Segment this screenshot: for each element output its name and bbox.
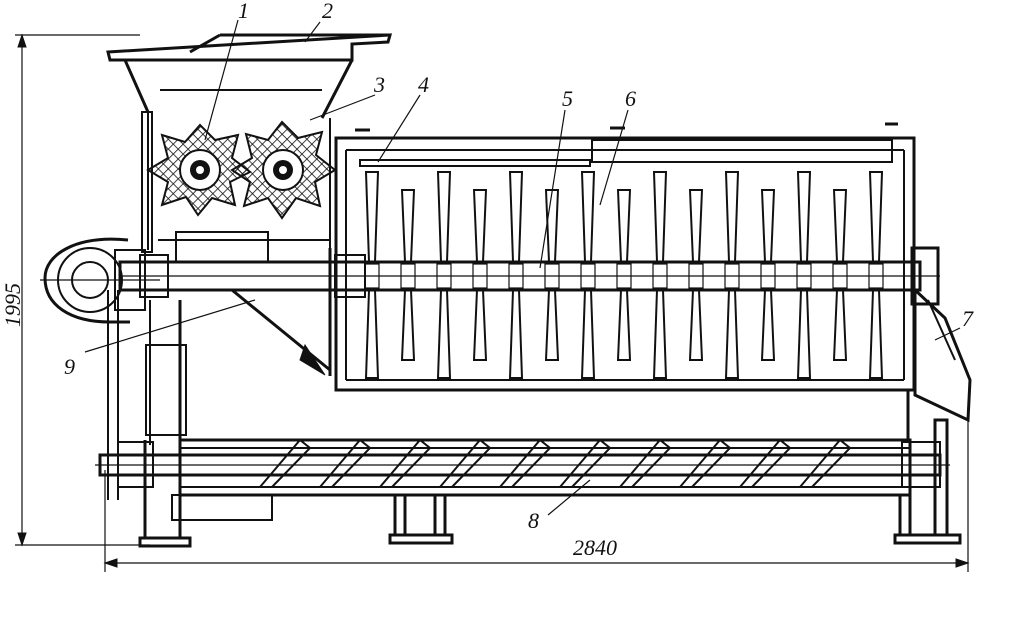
beater-blade-lower: [832, 289, 848, 361]
beater-hub: [580, 263, 596, 289]
beater-blade-upper: [472, 189, 488, 263]
drum-casing: [334, 122, 916, 392]
callout-5: 5: [562, 86, 573, 111]
beater-blade-lower: [724, 289, 740, 379]
beater-shaft: [118, 246, 940, 306]
base-frame: [138, 390, 962, 548]
beater-blade-lower: [868, 289, 884, 379]
width-label: 2840: [573, 535, 617, 560]
auger-flight: [677, 438, 732, 488]
callout-2: 2: [322, 0, 333, 23]
auger-flight: [377, 438, 432, 488]
auger-flight: [437, 438, 492, 488]
beater-blade-lower: [580, 289, 596, 379]
beater-blades: [364, 171, 884, 379]
beater-hub: [832, 263, 848, 289]
callout-3: 3: [373, 72, 385, 97]
callout-leaders: [84, 19, 961, 516]
beater-hub: [796, 263, 812, 289]
beater-blade-lower: [652, 289, 668, 379]
beater-hub: [400, 263, 416, 289]
callout-6: 6: [625, 86, 636, 111]
width-dimension: 2840: [103, 420, 970, 572]
beater-blade-lower: [796, 289, 812, 379]
beater-blade-upper: [400, 189, 416, 263]
beater-blade-upper: [580, 171, 596, 263]
beater-hub: [364, 263, 380, 289]
beater-hub: [724, 263, 740, 289]
beater-hub: [688, 263, 704, 289]
auger-flight: [257, 438, 312, 488]
beater-blade-lower: [760, 289, 776, 361]
callout-1: 1: [238, 0, 249, 23]
beater-hub: [436, 263, 452, 289]
hopper: [106, 33, 393, 250]
height-label: 1995: [0, 283, 25, 327]
beater-hub: [652, 263, 668, 289]
beater-blade-upper: [544, 189, 560, 263]
discharge-spout: [913, 286, 972, 423]
crushing-roll-right: [230, 120, 337, 220]
beater-hub: [616, 263, 632, 289]
beater-blade-lower: [364, 289, 380, 379]
beater-hub: [472, 263, 488, 289]
beater-blade-upper: [616, 189, 632, 263]
beater-blade-lower: [400, 289, 416, 361]
beater-blade-upper: [436, 171, 452, 263]
callout-4: 4: [418, 72, 429, 97]
auger-flight: [617, 438, 672, 488]
beater-blade-upper: [652, 171, 668, 263]
fan-housing: [40, 237, 160, 324]
auger-flight: [737, 438, 792, 488]
beater-blade-upper: [760, 189, 776, 263]
left-frame: [107, 111, 332, 500]
beater-blade-lower: [616, 289, 632, 361]
beater-blade-lower: [508, 289, 524, 379]
beater-hub: [508, 263, 524, 289]
beater-blade-upper: [796, 171, 812, 263]
screw-conveyor: [95, 438, 950, 497]
beater-blade-lower: [436, 289, 452, 379]
beater-blade-lower: [472, 289, 488, 361]
beater-hub: [868, 263, 884, 289]
beater-hub: [544, 263, 560, 289]
auger-flight: [497, 438, 552, 488]
callout-7: 7: [962, 306, 974, 331]
beater-hub: [760, 263, 776, 289]
callout-8: 8: [528, 508, 539, 533]
beater-blade-lower: [544, 289, 560, 361]
height-dimension: 1995: [0, 33, 150, 547]
beater-blade-upper: [868, 171, 884, 263]
beater-blade-upper: [508, 171, 524, 263]
callout-labels: 1 2 3 4 5 6 7 8 9: [64, 0, 974, 533]
auger-flight: [317, 438, 372, 488]
beater-blade-lower: [688, 289, 704, 361]
callout-9: 9: [64, 354, 75, 379]
beater-blade-upper: [832, 189, 848, 263]
beater-blade-upper: [688, 189, 704, 263]
beater-blade-upper: [364, 171, 380, 263]
auger-flight: [557, 438, 612, 488]
auger-flight: [797, 438, 852, 488]
beater-blade-upper: [724, 171, 740, 263]
crushing-roll-left: [146, 123, 252, 217]
